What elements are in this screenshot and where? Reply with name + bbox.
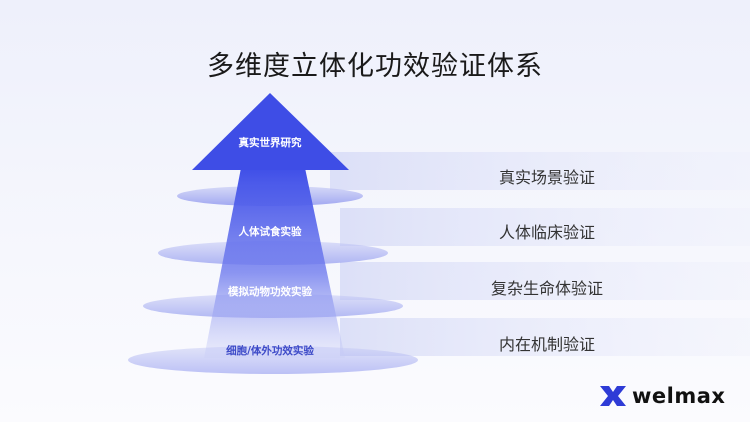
arrow-level-1: 真实世界研究	[238, 137, 302, 149]
arrow-level-2: 人体试食实验	[238, 226, 302, 238]
right-label-2: 人体临床验证	[498, 223, 595, 242]
band-1	[330, 152, 750, 190]
right-label-3: 复杂生命体验证	[490, 279, 603, 298]
welmax-logo: welmax	[600, 384, 725, 408]
page-title: 多维度立体化功效验证体系	[207, 51, 543, 82]
band-2	[340, 208, 750, 246]
arrow-head	[192, 93, 349, 170]
arrow-level-3: 模拟动物功效实验	[228, 286, 312, 298]
right-label-1: 真实场景验证	[498, 168, 595, 187]
logo-mark-icon	[600, 386, 626, 406]
logo-text: welmax	[632, 384, 726, 408]
band-4	[340, 318, 750, 356]
band-3	[340, 262, 750, 300]
layer-disc-4	[128, 346, 418, 374]
right-label-4: 内在机制验证	[498, 335, 595, 354]
arrow-shaft	[204, 168, 345, 358]
arrow-level-4: 细胞/体外功效实验	[226, 345, 314, 357]
